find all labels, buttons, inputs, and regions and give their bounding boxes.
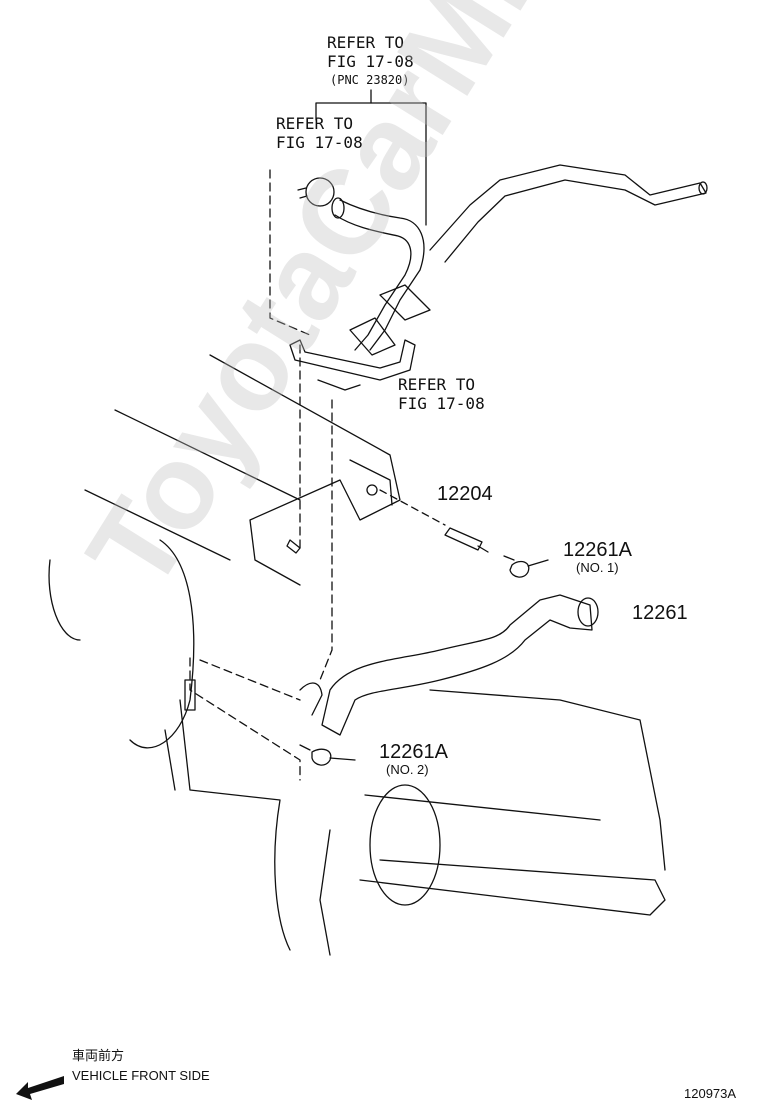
- dashed-guide-center: [319, 399, 333, 681]
- figure-code: 120973A: [684, 1086, 737, 1101]
- front-arrow-icon: [16, 1076, 64, 1100]
- dashed-guide-12204: [379, 489, 446, 526]
- ref-top-line1: REFER TO: [327, 33, 405, 52]
- dashed-guide-lower: [189, 657, 301, 781]
- ref-top-line3: (PNC 23820): [330, 73, 410, 87]
- clip-no2: [299, 744, 356, 766]
- ref-low-line1: REFER TO: [398, 375, 476, 394]
- vehicle-front-label-jp: 車両前方: [72, 1048, 125, 1063]
- engine-block-outline: [48, 354, 401, 749]
- dashed-guide-left: [269, 169, 311, 549]
- part-number-12261a-no2: 12261A: [379, 741, 448, 763]
- pcv-valve: [444, 527, 489, 553]
- part-number-12261: 12261: [632, 602, 688, 624]
- ref-low-line2: FIG 17-08: [398, 394, 485, 413]
- hose-long-right: [429, 164, 707, 263]
- part-number-12204: 12204: [437, 483, 493, 505]
- pcv-hose-upper: [334, 199, 425, 351]
- vehicle-front-label-en: VEHICLE FRONT SIDE: [72, 1068, 210, 1083]
- ref-mid-line2: FIG 17-08: [276, 133, 363, 152]
- part-sub-no1: (NO. 1): [576, 560, 619, 575]
- small-hose: [289, 339, 416, 381]
- hose-12261: [321, 594, 593, 736]
- ref-top-line2: FIG 17-08: [327, 52, 414, 71]
- intake-body: [164, 689, 666, 956]
- ref-mid-line1: REFER TO: [276, 114, 354, 133]
- clip-no1: [503, 555, 549, 578]
- part-number-12261a-no1: 12261A: [563, 539, 632, 561]
- part-sub-no2: (NO. 2): [386, 762, 429, 777]
